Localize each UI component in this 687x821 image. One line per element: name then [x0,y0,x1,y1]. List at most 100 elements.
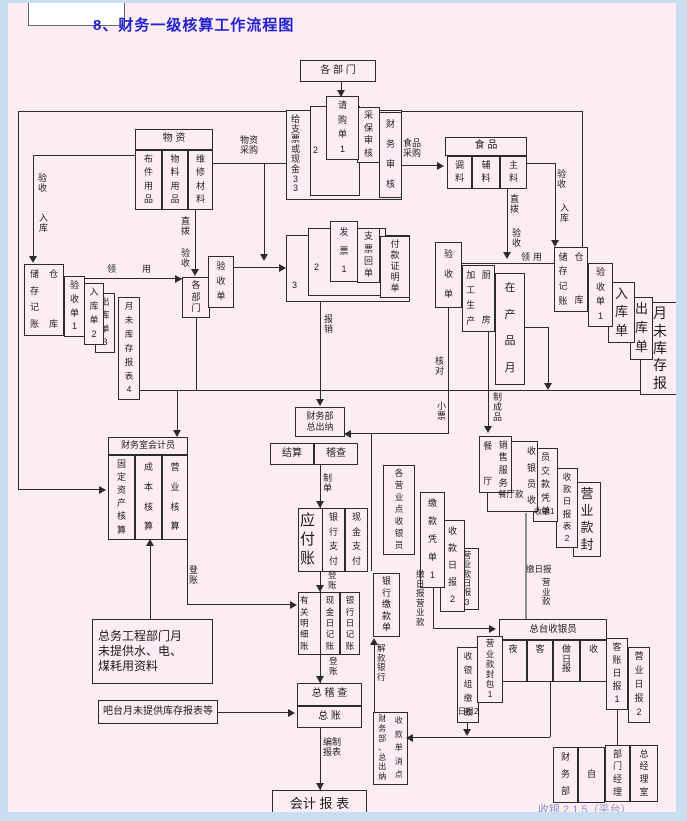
line-kezhang-drop [617,710,618,745]
box-departments-top: 各 部 门 [300,60,376,82]
label-lingyong-right: 领用 [521,252,546,262]
label-baoxiao: 报销 [324,314,334,335]
label-dengzhang-1: 登账 [189,565,199,586]
line-zaichanpin-h [525,327,549,328]
line-right-drop [582,111,583,247]
box-frontdesk-header: 总台收银员 [499,619,607,640]
box-work-in-process: 在产品月 [495,273,525,385]
box-food-header: 食 品 [445,137,527,156]
line-yingye-dengzhang-h [187,604,294,605]
label-zhibo-left: 直拨 [181,216,191,237]
box-seasoning: 调料 [447,156,472,189]
arrow-zhidan [316,501,324,508]
box-utilities-note: 总务工程部门月未提供水、电、煤耗用资料 [92,619,213,684]
label-ribao2: 日报2 [458,707,479,716]
box-self-keep: 自 [578,747,605,803]
box-cash-payment: 现金支付 [345,508,368,572]
line-wuzi-left-h [33,155,136,156]
line-yingye-dengzhang-v [187,540,188,604]
box-materials-header: 物 资 [135,129,213,150]
box-frontdesk-guest: 客 [527,640,553,682]
box-caibao-review: 采保审核 [357,107,380,163]
frame-left [0,0,8,821]
line-dengzhang2 [320,572,321,592]
arrow-ribao2-drop [463,729,471,736]
box-bar-note: 吧台月未提供库存报表等 [98,700,218,724]
line-lingyong-right [462,263,554,264]
arrow-shipin-right [551,240,559,247]
arrow-zhibo2-drop [503,252,511,259]
label-dengzhang-2: 登账 [328,570,337,590]
line-jiaoribao-v [433,562,434,628]
box-cost-accounting: 成本核算 [135,455,162,540]
arrow-to-fixed-assets [99,486,106,494]
label-wuzi-caigou: 物资采购 [240,135,259,156]
line-shipin-right-h [527,163,555,164]
line-shoukuan-h [412,737,550,738]
arrow-dengzhang3 [316,676,324,683]
box-outbound-right: 出库单 [630,297,653,360]
arrow-gebumen-drop [337,90,345,97]
arrow-bata [288,709,295,717]
line-bank-return [371,434,372,571]
line-shoukuan-v [550,682,551,737]
arrow-zhichengpin [484,426,492,433]
box-outlet-cashiers: 各营业点收银员 [383,465,415,555]
box-fixed-asset-accounting: 固定资产核算 [108,455,135,540]
arrow-to-kuaijiyuan [173,430,181,437]
line-ribao2-drop [467,723,468,733]
box-accountant-header: 财务室会计员 [108,437,188,455]
label-num2-top: 2 [313,145,319,155]
label-yanshou-far-right: 验收 [557,169,567,190]
line-gebumen-drop [341,82,342,96]
box-finance-dept: 财务部 [553,747,578,803]
label-zhichengpin: 制成品 [493,392,503,423]
page-title: 8、财务一级核算工作流程图 [93,17,295,34]
arrow-jiekuan [370,638,378,645]
arrow-shoukuan [406,734,413,742]
arrow-baoxiao [316,399,324,406]
box-head-cashier: 财务部总出纳 [295,407,345,437]
label-num2-mid: 2 [314,262,320,272]
arrow-meihao [146,539,154,546]
corner-marker-rect [28,0,125,26]
line-ysd-to-fapiao [234,267,285,268]
arrow-wuzi-left [29,256,37,263]
label-ruku-far-right: 入库 [560,203,570,224]
label-jiao-ribao: 缴日报 [526,564,552,574]
box-payment-proof: 付款证明单 [380,236,410,298]
box-dept-manager: 部门经理 [605,745,630,802]
line-baoxiao [320,302,321,405]
label-lingyong-left: 领用 [107,264,178,274]
box-warehouse-left: 储存记账仓库 [24,264,64,336]
box-frontdesk-collect: 收 [580,640,607,682]
arrow-zhibo-drop [191,269,199,276]
line-mid-bus [129,390,640,391]
label-jiao-ribao-yingyekuan: 缴日报营业款 [416,569,425,627]
box-acceptance-right: 验收单 [435,242,462,308]
line-bianzhi [320,728,321,790]
line-shipin-right-v [555,163,556,245]
line-drop-264 [264,163,265,258]
box-settlement: 结算 [270,443,314,465]
box-general-audit: 总 稽 查 [297,683,362,706]
line-zhibo2-drop [507,189,508,257]
arrow-jiaoribao [489,625,496,633]
arrow-yingye-dengzhang [290,601,297,609]
label-yanshou-right: 验收 [512,228,522,249]
frame-bottom [0,812,687,821]
arrow-ysd-to-fapiao [279,264,286,272]
arrow-zaichanpin [544,383,552,390]
line-zhibo-drop [195,210,196,273]
label-dengzhang-3: 登账 [329,656,338,676]
box-finance-review: 财务审核 [379,112,402,198]
